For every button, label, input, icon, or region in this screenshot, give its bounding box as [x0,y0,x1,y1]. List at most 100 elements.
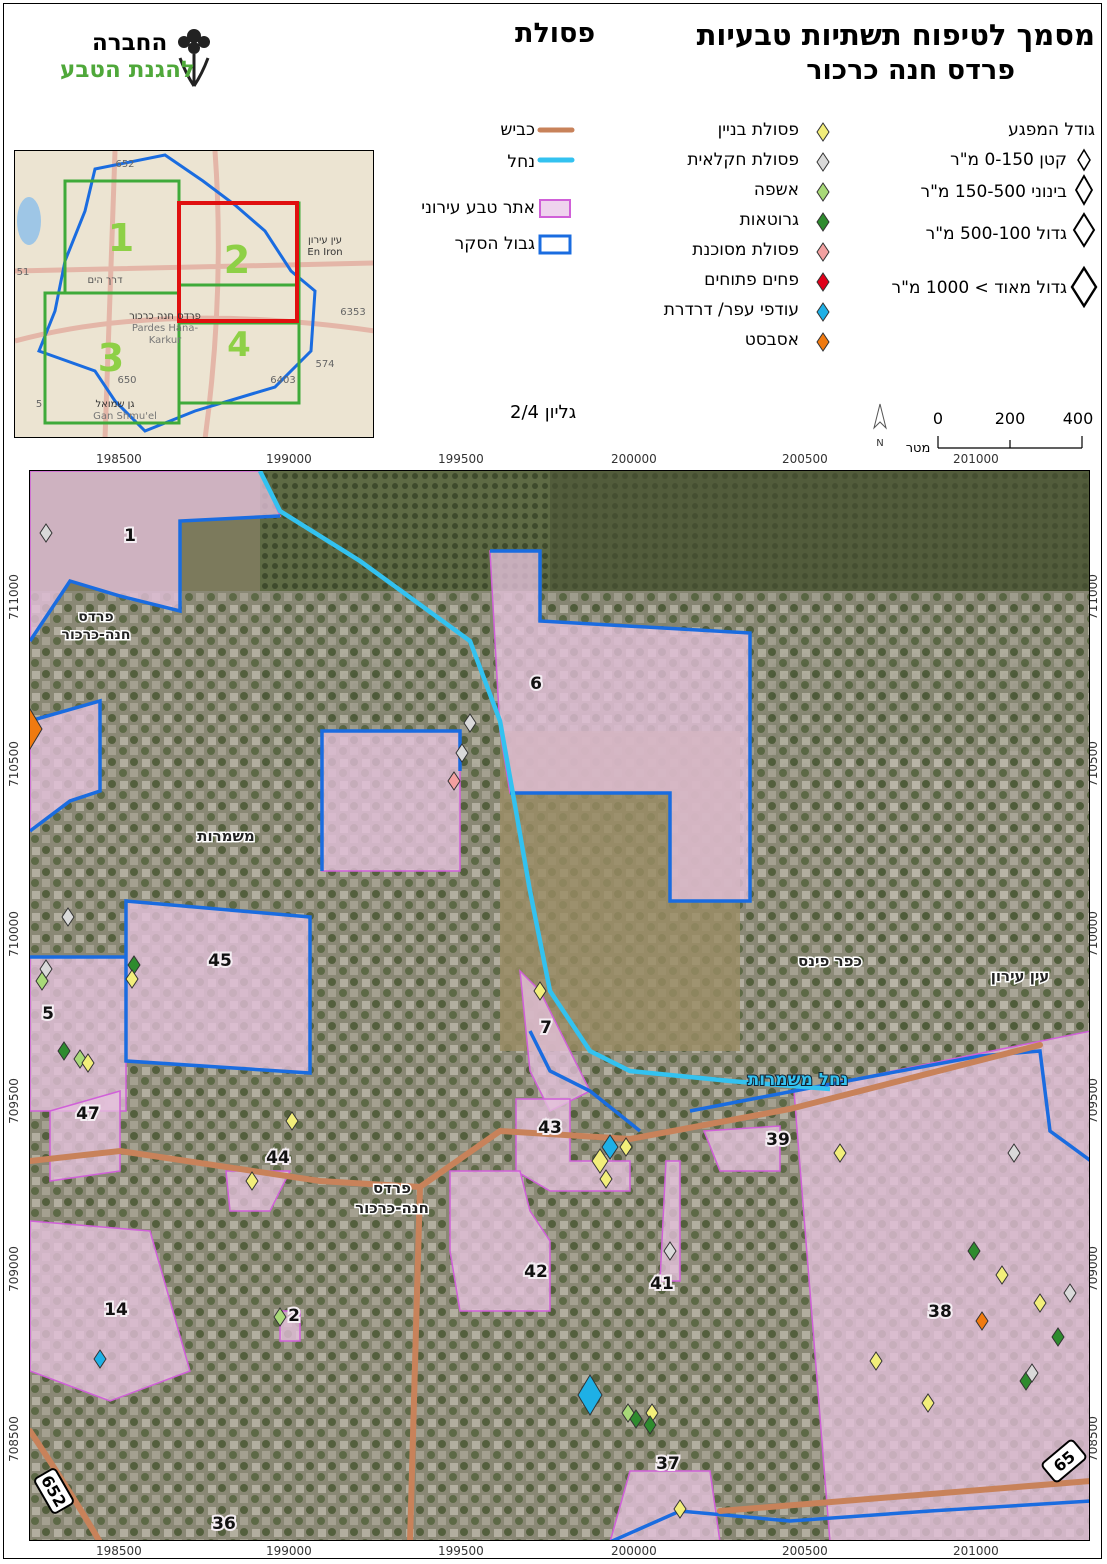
site-label-37: 37 [656,1454,680,1474]
site-label-43: 43 [538,1118,562,1138]
x-tick-198500: 198500 [96,1544,142,1558]
svg-text:6353: 6353 [340,307,365,318]
waste-marker-21[interactable] [93,1349,107,1369]
waste-marker-1[interactable] [463,713,477,733]
legend-size-small: קטן 0-150 מ"ר [950,150,1067,170]
svg-text:Gan Shmu'el: Gan Shmu'el [93,411,157,422]
stream-path [257,471,831,1092]
survey-boundary [30,514,1089,1540]
waste-marker-31[interactable] [921,1393,935,1413]
waste-marker-35[interactable] [629,1409,643,1429]
size-medium-icon [1074,174,1094,206]
x-tick-198500: 198500 [96,452,142,466]
y-tick-711000: 711000 [7,574,21,620]
waste-marker-22[interactable] [833,1143,847,1163]
x-tick-200000: 200000 [611,452,657,466]
legend-road: כביש [500,120,535,140]
y-tick-709500: 709500 [7,1078,21,1124]
place-label-mishmarot: משמרות [197,827,255,845]
scale-label-0: 0 [933,409,943,428]
waste-marker-18[interactable] [619,1137,633,1157]
y-tick-710500: 710500 [7,741,21,787]
site-label-42: 42 [524,1262,548,1282]
legend-type-icon-3[interactable] [816,212,830,232]
waste-marker-27[interactable] [1063,1283,1077,1303]
svg-text:דרך הים: דרך הים [87,275,123,286]
waste-marker-11[interactable] [61,907,75,927]
site-label-6: 6 [530,674,542,694]
site-label-38: 38 [928,1302,952,1322]
waste-marker-5[interactable] [35,971,49,991]
waste-marker-8[interactable] [57,1041,71,1061]
legend-type-icon-1[interactable] [816,152,830,172]
map-subtitle: פרדס חנה כרכור [806,55,1015,86]
svg-text:Pardes Hana-: Pardes Hana- [132,323,199,334]
place-label-ein-iron: עין עירון [991,967,1050,985]
site-label-14: 14 [104,1300,128,1320]
legend-type-icon-0[interactable] [816,122,830,142]
waste-marker-13[interactable] [285,1111,299,1131]
waste-marker-26[interactable] [1033,1293,1047,1313]
site-label-2: 2 [288,1306,300,1326]
y-tick-708500: 708500 [7,1416,21,1462]
place-label-kfar-pines: כפר פינס [798,952,862,970]
waste-marker-30[interactable] [869,1351,883,1371]
legend-line-symbols [537,127,575,255]
waste-marker-3[interactable] [447,771,461,791]
legend-type-icon-5[interactable] [816,272,830,292]
waste-marker-17[interactable] [599,1169,613,1189]
waste-marker-14[interactable] [245,1171,259,1191]
x-tick-199500: 199500 [438,452,484,466]
waste-marker-39[interactable] [30,708,43,750]
waste-marker-2[interactable] [455,743,469,763]
waste-marker-38[interactable] [673,1499,687,1519]
x-tick-199000: 199000 [266,452,312,466]
inset-label-1: 1 [108,216,134,260]
waste-marker-24[interactable] [967,1241,981,1261]
waste-marker-28[interactable] [1051,1327,1065,1347]
waste-marker-0[interactable] [39,523,53,543]
legend-type-icon-4[interactable] [816,242,830,262]
inset-label-3: 3 [98,336,124,380]
svg-text:גן שמואל: גן שמואל [96,399,135,410]
legend-type-soil: עודפי עפר/ דרדרת [663,300,799,320]
map-category: פסולת [515,18,596,49]
road-shield-65: 65 [1041,1439,1087,1483]
x-tick-200500: 200500 [782,1544,828,1558]
survey-boundary-icon [538,234,572,255]
legend-type-asbestos: אסבסט [744,330,799,350]
waste-marker-7[interactable] [125,969,139,989]
legend-type-hazardous: פסולת מסוכנת [692,240,799,260]
site-label-41: 41 [650,1274,674,1294]
waste-marker-20[interactable] [663,1241,677,1261]
inset-current-sheet [177,201,299,323]
legend-type-icon-2[interactable] [816,182,830,202]
site-label-39: 39 [766,1130,790,1150]
size-large-icon [1072,212,1096,248]
waste-marker-12[interactable] [533,981,547,1001]
waste-marker-33[interactable] [1025,1363,1039,1383]
waste-marker-29[interactable] [975,1311,989,1331]
x-tick-201000: 201000 [953,1544,999,1558]
site-label-7: 7 [540,1018,552,1038]
waste-marker-37[interactable] [643,1415,657,1435]
waste-marker-23[interactable] [1007,1143,1021,1163]
legend-stream: נחל [507,152,535,172]
waste-marker-10[interactable] [81,1053,95,1073]
waste-marker-19[interactable] [601,1134,619,1160]
place-label-pardes: פרדס [78,609,113,625]
waste-marker-large-soil[interactable] [577,1374,603,1416]
waste-marker-15[interactable] [273,1307,287,1327]
waste-marker-16[interactable] [591,1148,609,1174]
north-label: N [876,438,883,449]
map-title: מסמך לטיפוח תשתיות טבעיות [696,18,1095,52]
legend-type-agricultural: פסולת חקלאית [687,150,799,170]
legend-type-icon-7[interactable] [816,332,830,352]
scale-bar: N 0 200 400 מטר [873,403,1093,456]
stream-label-mishmarot: נחל משמרות [748,1070,849,1090]
waste-marker-25[interactable] [995,1265,1009,1285]
legend-type-icon-6[interactable] [816,302,830,322]
svg-text:En Iron: En Iron [307,247,342,258]
legend-type-open-bins: פחים פתוחים [704,270,799,290]
